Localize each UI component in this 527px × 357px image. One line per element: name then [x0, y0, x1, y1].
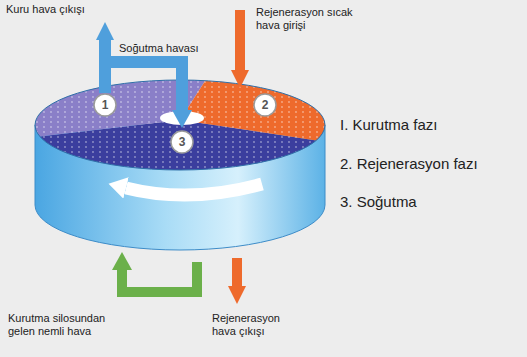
humid-air-inlet-arrow — [122, 262, 197, 292]
callout-number: 3 — [170, 135, 194, 149]
phase-number-circle: 1 — [93, 93, 117, 117]
edge-label: Soğutma havası — [119, 42, 199, 54]
wheel-hub — [160, 111, 204, 125]
flow-label: Kurutma silosundan gelen nemli hava — [8, 312, 128, 338]
air-flow-arrow — [105, 62, 182, 110]
callout-number: 2 — [253, 98, 277, 112]
phase-number-circle: 2 — [253, 93, 277, 117]
regeneration-inlet-arrow — [235, 10, 245, 70]
circle-shape — [171, 131, 193, 153]
callout-number: 1 — [93, 98, 117, 112]
circle-shape — [254, 94, 276, 116]
flow-label: Rejenerasyon hava çıkışı — [212, 312, 302, 338]
phase-label: 2. Rejenerasyon fazı — [340, 155, 520, 173]
flow-label: Kuru hava çıkışı — [6, 3, 106, 16]
phase-label: 3. Soğutma — [340, 193, 520, 211]
phase-number-circle: 3 — [170, 130, 194, 154]
regeneration-outlet-arrow — [232, 258, 242, 286]
flow-label: Rejenerasyon sıcak hava girişi — [256, 6, 376, 32]
circle-shape — [94, 94, 116, 116]
phase-label: I. Kurutma fazı — [340, 116, 520, 134]
rotation-arrow — [126, 184, 262, 195]
